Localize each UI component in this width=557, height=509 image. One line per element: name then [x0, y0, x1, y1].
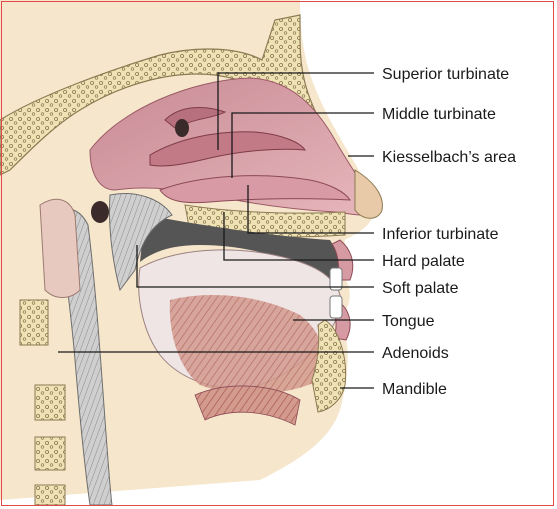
label-kiesselbach-area: Kiesselbach’s area [382, 149, 516, 166]
vertebra [35, 385, 65, 420]
label-inferior-turbinate: Inferior turbinate [382, 226, 499, 243]
vertebra [35, 437, 65, 470]
nostril [355, 170, 382, 218]
label-middle-turbinate: Middle turbinate [382, 106, 496, 123]
label-mandible: Mandible [382, 381, 447, 398]
vertebra [35, 485, 65, 505]
sinus-opening [175, 119, 189, 137]
posterior-pharyngeal-wall [40, 199, 80, 297]
label-soft-palate: Soft palate [382, 280, 459, 297]
vertebra [20, 300, 48, 345]
label-superior-turbinate: Superior turbinate [382, 66, 509, 83]
lower-tooth [330, 296, 342, 318]
eustachian-opening [91, 201, 109, 223]
label-adenoids: Adenoids [382, 345, 449, 362]
label-hard-palate: Hard palate [382, 253, 465, 270]
label-tongue: Tongue [382, 313, 435, 330]
